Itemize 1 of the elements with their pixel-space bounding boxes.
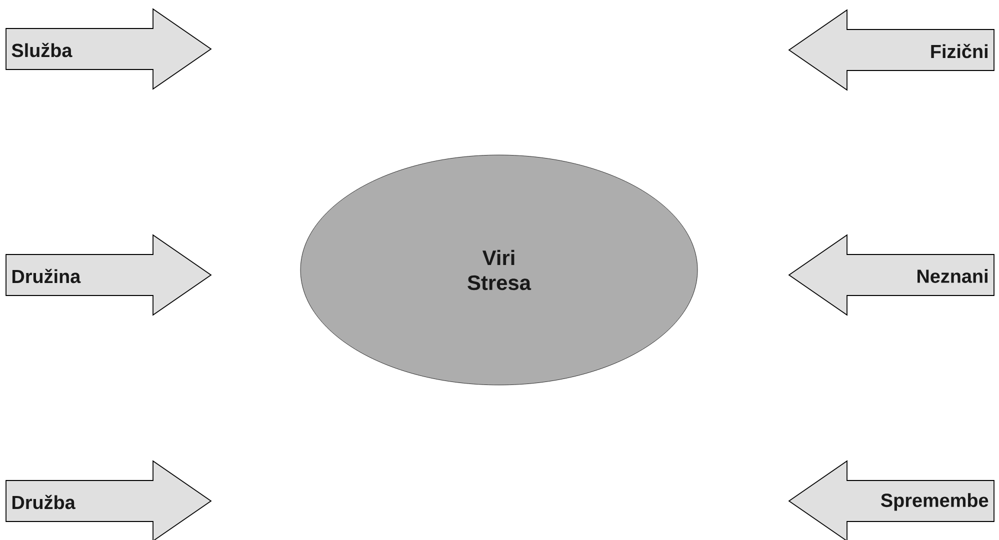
oval: Viri Stresa bbox=[300, 154, 698, 386]
